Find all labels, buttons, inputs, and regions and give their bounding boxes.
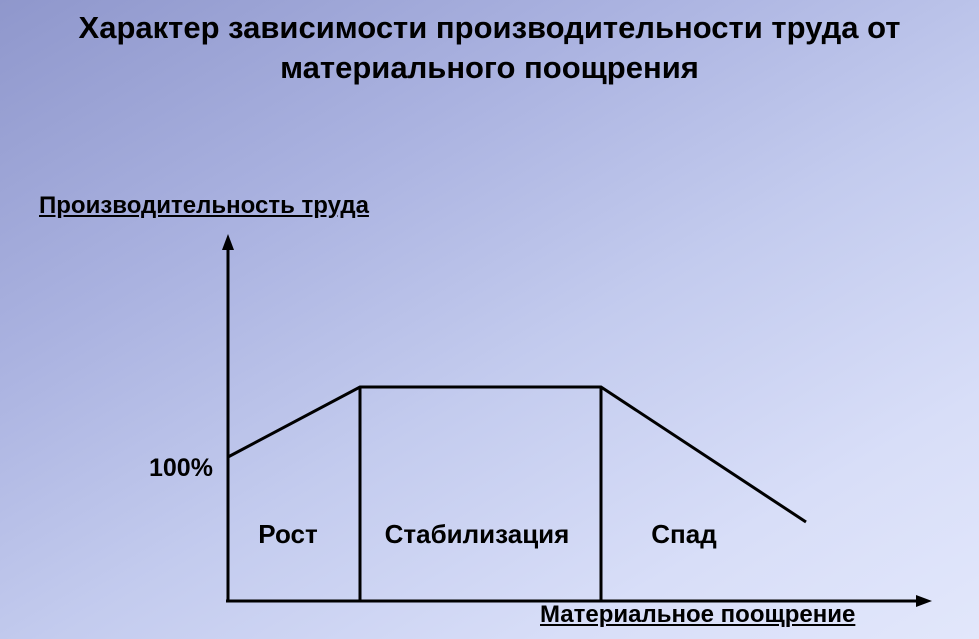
slide-title-line-1: Характер зависимости производительности …: [78, 10, 901, 45]
productivity-curve: [227, 385, 807, 524]
phase-label-growth: Рост: [258, 519, 318, 549]
x-axis-arrow-icon: [916, 595, 932, 607]
slide-title-line-2: материального поощрения: [280, 50, 699, 85]
y-tick-100-percent: 100%: [149, 454, 213, 482]
y-axis-label: Производительность труда: [39, 192, 369, 219]
y-axis-arrow-icon: [222, 234, 234, 250]
phase-label-decline: Спад: [651, 519, 717, 549]
x-axis-label: Материальное поощрение: [540, 601, 856, 628]
phase-label-stabilization: Стабилизация: [385, 519, 570, 549]
slide-title: Характер зависимости производительности …: [0, 8, 979, 88]
